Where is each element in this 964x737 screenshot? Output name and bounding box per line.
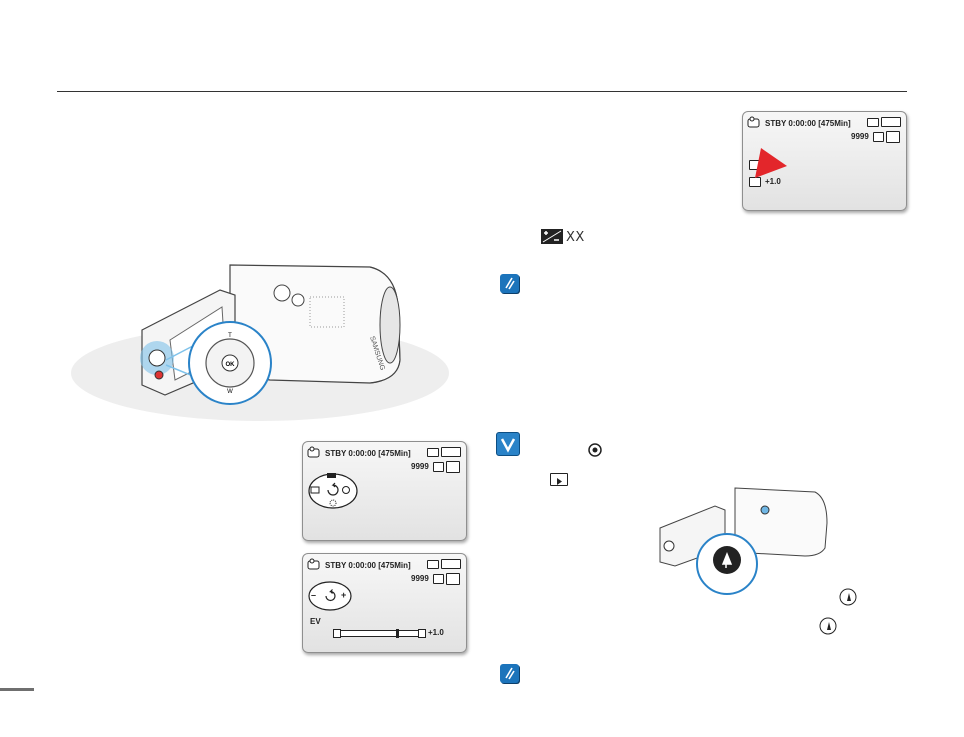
quality-icon bbox=[873, 132, 884, 142]
lcd-screen-ev-slider: STBY 0:00:00 [475Min] 9999 – + EV +1.0 bbox=[302, 553, 467, 653]
lcd-screen-top: STBY 0:00:00 [475Min] 9999 +1.0 bbox=[742, 111, 907, 211]
ev-adjust-dial[interactable] bbox=[307, 580, 353, 612]
battery-icon bbox=[441, 447, 461, 457]
exposure-value-placeholder: XX bbox=[566, 230, 585, 245]
camera-mode-icon bbox=[307, 446, 320, 458]
return-icon bbox=[325, 589, 336, 602]
lcd-screen-menu: STBY 0:00:00 [475Min] 9999 bbox=[302, 441, 467, 541]
camera-mode-icon bbox=[307, 558, 320, 570]
battery-icon bbox=[441, 559, 461, 569]
resolution-icon bbox=[886, 131, 900, 143]
ev-minus: – bbox=[311, 590, 317, 600]
menu-bottom-icon bbox=[329, 499, 337, 507]
tele-label: T bbox=[228, 333, 232, 339]
play-menu-icon bbox=[342, 486, 350, 494]
joystick-menu-dial[interactable] bbox=[307, 470, 359, 510]
check-icon bbox=[496, 432, 520, 456]
camcorder-illustration: SAMSUNG OK T W bbox=[71, 264, 449, 421]
wide-label: W bbox=[227, 389, 233, 395]
body-button-2 bbox=[291, 293, 305, 307]
note-icon bbox=[500, 274, 519, 293]
quality-icon bbox=[433, 462, 444, 472]
resolution-icon bbox=[446, 461, 460, 473]
ev-slider-max-cap bbox=[418, 629, 426, 638]
memory-card-icon bbox=[867, 118, 879, 127]
camcorder-button-illustration bbox=[659, 487, 828, 595]
menu-top-icon bbox=[327, 473, 336, 478]
exposure-icon bbox=[541, 229, 563, 244]
ok-button bbox=[221, 354, 239, 372]
ev-slider-track[interactable] bbox=[333, 629, 426, 638]
ev-icon bbox=[749, 177, 761, 187]
memory-card-icon bbox=[427, 560, 439, 569]
lens-barrel bbox=[379, 286, 401, 364]
play-mode-icon bbox=[550, 473, 568, 486]
panel-joystick bbox=[148, 349, 166, 367]
smart-auto-icon-2 bbox=[819, 617, 837, 635]
quality-icon bbox=[433, 574, 444, 584]
resolution-icon bbox=[446, 573, 460, 585]
return-icon bbox=[327, 482, 339, 496]
ev-slider-thumb[interactable] bbox=[396, 629, 399, 638]
remaining-count: 9999 bbox=[411, 574, 429, 583]
ok-button-label: OK bbox=[226, 362, 236, 368]
standby-status: STBY 0:00:00 [475Min] bbox=[325, 561, 411, 570]
memory-card-icon bbox=[427, 448, 439, 457]
pointer-arrow-icon bbox=[755, 148, 787, 178]
ev-plus: + bbox=[341, 590, 347, 600]
remaining-count: 9999 bbox=[411, 462, 429, 471]
record-button bbox=[154, 370, 164, 380]
standby-status: STBY 0:00:00 [475Min] bbox=[765, 119, 851, 128]
ev-slider-min-cap bbox=[333, 629, 341, 638]
page-footer-bar bbox=[0, 688, 34, 691]
remaining-count: 9999 bbox=[851, 132, 869, 141]
standby-status: STBY 0:00:00 [475Min] bbox=[325, 449, 411, 458]
speaker-grille bbox=[309, 296, 345, 328]
header-rule bbox=[57, 91, 907, 92]
ev-slider-value: +1.0 bbox=[428, 628, 444, 637]
battery-icon bbox=[881, 117, 901, 127]
body-button-1 bbox=[273, 284, 291, 302]
ev-value: +1.0 bbox=[765, 177, 781, 186]
mode-dial-icon bbox=[588, 443, 602, 457]
camera-mode-icon bbox=[747, 116, 760, 128]
ev-menu-icon bbox=[310, 486, 320, 494]
smart-auto-icon-1 bbox=[839, 588, 857, 606]
note-icon-2 bbox=[500, 664, 519, 683]
ev-label: EV bbox=[310, 617, 321, 626]
